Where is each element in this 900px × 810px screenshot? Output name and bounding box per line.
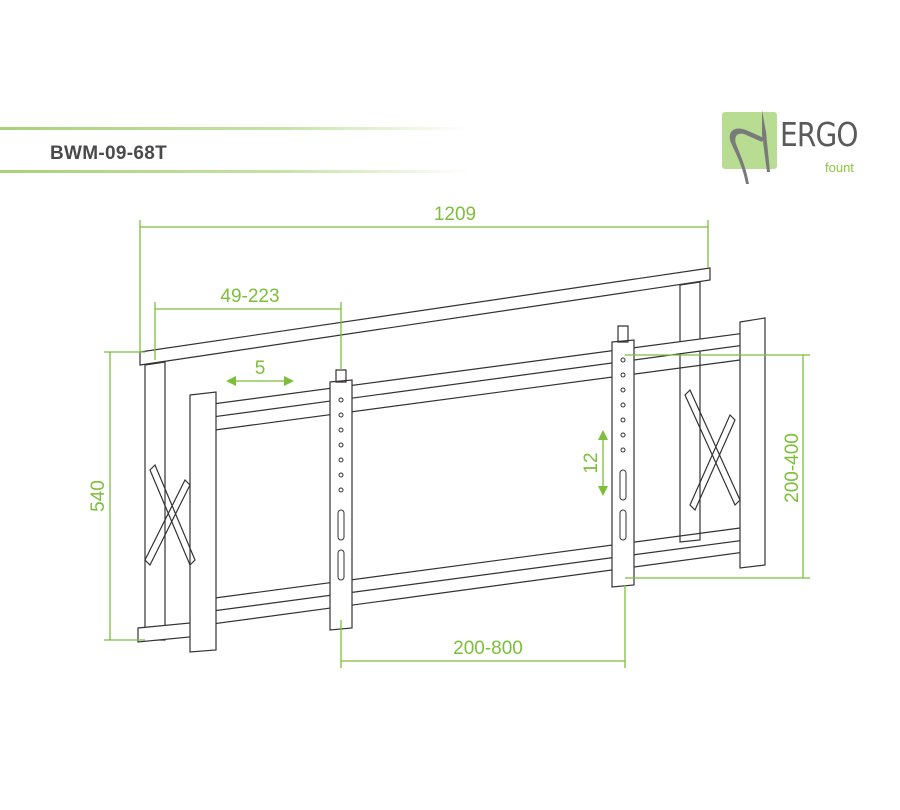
right-cross-brace	[684, 388, 741, 512]
lower-frame-rail	[204, 539, 746, 626]
left-wall-bracket	[144, 361, 166, 641]
dim-vertical-adjust: 12	[581, 452, 602, 473]
right-arm-knob	[617, 325, 629, 343]
left-end-plate	[189, 391, 217, 653]
logo-wordmark: ERGO	[780, 115, 858, 154]
inner-frame	[214, 359, 741, 599]
dim-vertical-spacing: 200-400	[782, 433, 803, 503]
left-arm-knob	[335, 369, 347, 383]
logo-subtitle: fount	[825, 160, 854, 175]
logo-mark	[722, 110, 777, 184]
dim-horizontal-spacing: 200-800	[453, 638, 523, 659]
header-band-top	[0, 127, 470, 130]
arm-holes	[337, 357, 627, 581]
mount-structure	[137, 267, 766, 653]
right-wall-bracket	[679, 281, 701, 543]
dim-height: 540	[88, 480, 109, 512]
logo-swoosh-icon	[729, 110, 770, 184]
dim-overall-width: 1209	[434, 204, 476, 225]
right-end-plate	[739, 317, 766, 569]
model-title: BWM-09-68T	[50, 143, 168, 164]
dim-offset-range: 49-223	[220, 286, 279, 307]
ergofount-logo: ERGO fount	[720, 110, 885, 184]
left-cross-brace	[144, 463, 196, 567]
upper-frame-rail	[204, 332, 746, 419]
dim-lateral-shift: 5	[255, 358, 266, 379]
top-wall-rail	[139, 267, 711, 366]
dimension-lines	[104, 220, 810, 668]
left-vertical-arm	[329, 379, 353, 631]
right-vertical-arm	[611, 339, 635, 588]
header-band-bottom	[0, 170, 470, 173]
